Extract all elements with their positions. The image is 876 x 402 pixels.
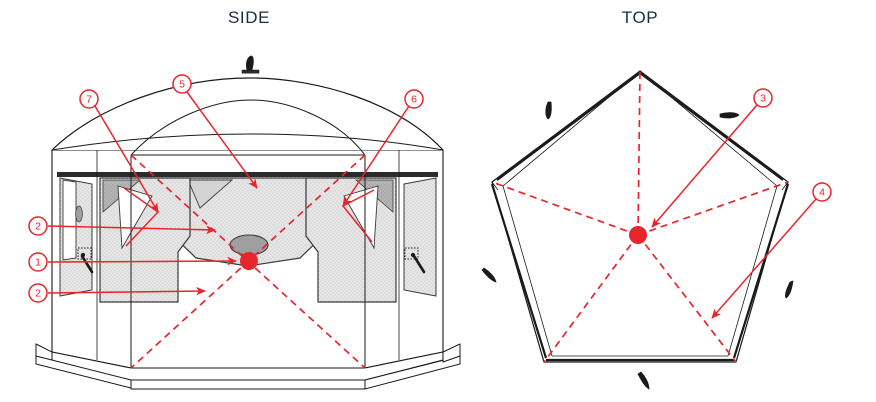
roof-inner-dome-seam: [130, 99, 366, 156]
spoke-to-vertex-bottom-right: [637, 234, 737, 363]
left-zipper-pull: [77, 247, 94, 274]
right-zipper-pull: [404, 247, 426, 274]
right-side-wall-panel: [403, 177, 437, 297]
leader-line-4: [711, 198, 817, 319]
side-view-title: SIDE: [228, 8, 270, 27]
callout-number-4: 4: [819, 187, 825, 199]
top-view-group: TOP: [481, 8, 794, 390]
vertex-notch-right: [781, 181, 789, 191]
callout-number-2-lower: 2: [35, 288, 41, 300]
roof-lower-edge: [51, 133, 444, 151]
callout-bubble-7[interactable]: 7: [79, 89, 99, 109]
callout-bubble-2-lower[interactable]: 2: [28, 283, 48, 303]
callout-number-3: 3: [760, 93, 766, 105]
callout-number-6: 6: [411, 94, 417, 106]
vent-arrow-right: [341, 189, 375, 243]
callout-number-2-upper: 2: [35, 221, 41, 233]
callout-number-7: 7: [86, 94, 92, 106]
spoke-to-vertex-right: [637, 181, 789, 236]
fabric-offset-left: [502, 70, 641, 357]
top-center-hub-marker: [629, 226, 647, 244]
callout-bubble-6[interactable]: 6: [404, 89, 424, 109]
strap-tab-upper-right: [719, 112, 740, 119]
leader-line-2-lower: [47, 286, 206, 296]
skirt-corner-right: [364, 355, 461, 390]
leader-line-1: [47, 256, 237, 266]
callout-bubble-2-upper[interactable]: 2: [28, 216, 48, 236]
spoke-to-vertex-left: [491, 181, 639, 236]
center-panel-highlight-fold: [187, 179, 234, 209]
top-strap-tabs: [481, 101, 794, 390]
callout-leader-lines: [47, 91, 817, 319]
top-perimeter-outline: [491, 70, 789, 363]
callout-bubble-3[interactable]: 3: [753, 88, 773, 108]
leader-line-5: [186, 91, 258, 189]
vent-arrow-accents: [123, 187, 375, 247]
seam-left-to-bottom-left: [490, 183, 548, 359]
skirt-flap-right: [442, 343, 461, 363]
left-side-wall-stripe: [62, 179, 77, 261]
strap-tab-bottom: [637, 371, 650, 390]
leader-line-6: [342, 105, 410, 207]
side-center-hub-marker: [240, 252, 258, 270]
leader-line-7: [94, 105, 159, 213]
skirt-front: [130, 379, 366, 390]
spoke-to-vertex-top: [637, 70, 641, 236]
vertex-notch-left: [491, 181, 499, 191]
strap-tab-right: [785, 280, 794, 299]
callout-number-1: 1: [35, 257, 41, 269]
roof-apex-strap: [241, 55, 260, 74]
vent-arrow-left: [123, 187, 160, 247]
top-view-title: TOP: [622, 8, 658, 27]
callout-bubble-1[interactable]: 1: [28, 252, 48, 272]
strap-tab-upper-left: [545, 101, 552, 120]
left-side-small-vent: [75, 205, 83, 223]
callout-bubble-4[interactable]: 4: [812, 182, 832, 202]
callout-bubbles: 7 5 6 2 1 2 3 4: [28, 74, 832, 303]
seam-right-to-bottom-right: [732, 183, 790, 359]
leader-line-2-upper: [47, 225, 216, 235]
callout-number-5: 5: [179, 79, 185, 91]
top-tent-illustration: [481, 70, 794, 390]
spoke-to-vertex-bottom-left: [543, 234, 639, 363]
strap-tab-left: [481, 267, 497, 283]
callout-bubble-5[interactable]: 5: [172, 74, 192, 94]
top-radial-spokes: [491, 70, 789, 363]
roof-outer-dome-seam: [51, 77, 444, 151]
leader-line-3: [651, 104, 758, 228]
